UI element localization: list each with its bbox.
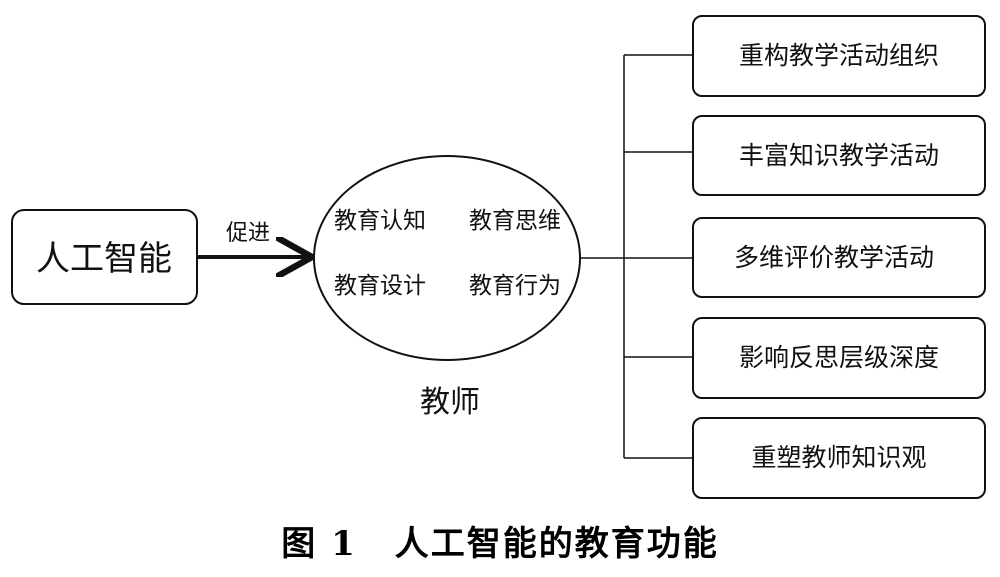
arrow-label: 促进	[226, 221, 270, 246]
center-node-caption: 教师	[420, 385, 480, 420]
function-label: 重塑教师知识观	[751, 443, 926, 472]
center-item-behavior: 教育行为	[469, 273, 561, 299]
function-box: 重塑教师知识观	[692, 417, 986, 499]
center-node: 教育认知 教育思维 教育设计 教育行为	[313, 155, 581, 361]
function-box: 多维评价教学活动	[692, 217, 986, 298]
source-node-label: 人工智能	[36, 239, 172, 279]
figure-title: 人工智能的教育功能	[394, 524, 719, 564]
center-item-thinking: 教育思维	[469, 208, 561, 234]
function-box: 重构教学活动组织	[692, 15, 986, 97]
figure-number: 图 1	[281, 524, 357, 564]
center-item-cognition: 教育认知	[334, 208, 426, 234]
function-box: 影响反思层级深度	[692, 317, 986, 399]
center-item-design: 教育设计	[334, 273, 426, 299]
education-function-diagram: 人工智能 促进 教育认知 教育思维 教育设计 教育行为 教师 重构教学活动组织 …	[11, 15, 986, 499]
function-label: 多维评价教学活动	[734, 243, 934, 272]
function-label: 丰富知识教学活动	[739, 141, 939, 170]
figure-caption: 图 1 人工智能的教育功能	[0, 516, 1000, 565]
function-label: 影响反思层级深度	[739, 343, 939, 372]
source-node: 人工智能	[11, 209, 198, 305]
function-label: 重构教学活动组织	[739, 41, 939, 70]
function-box: 丰富知识教学活动	[692, 115, 986, 196]
